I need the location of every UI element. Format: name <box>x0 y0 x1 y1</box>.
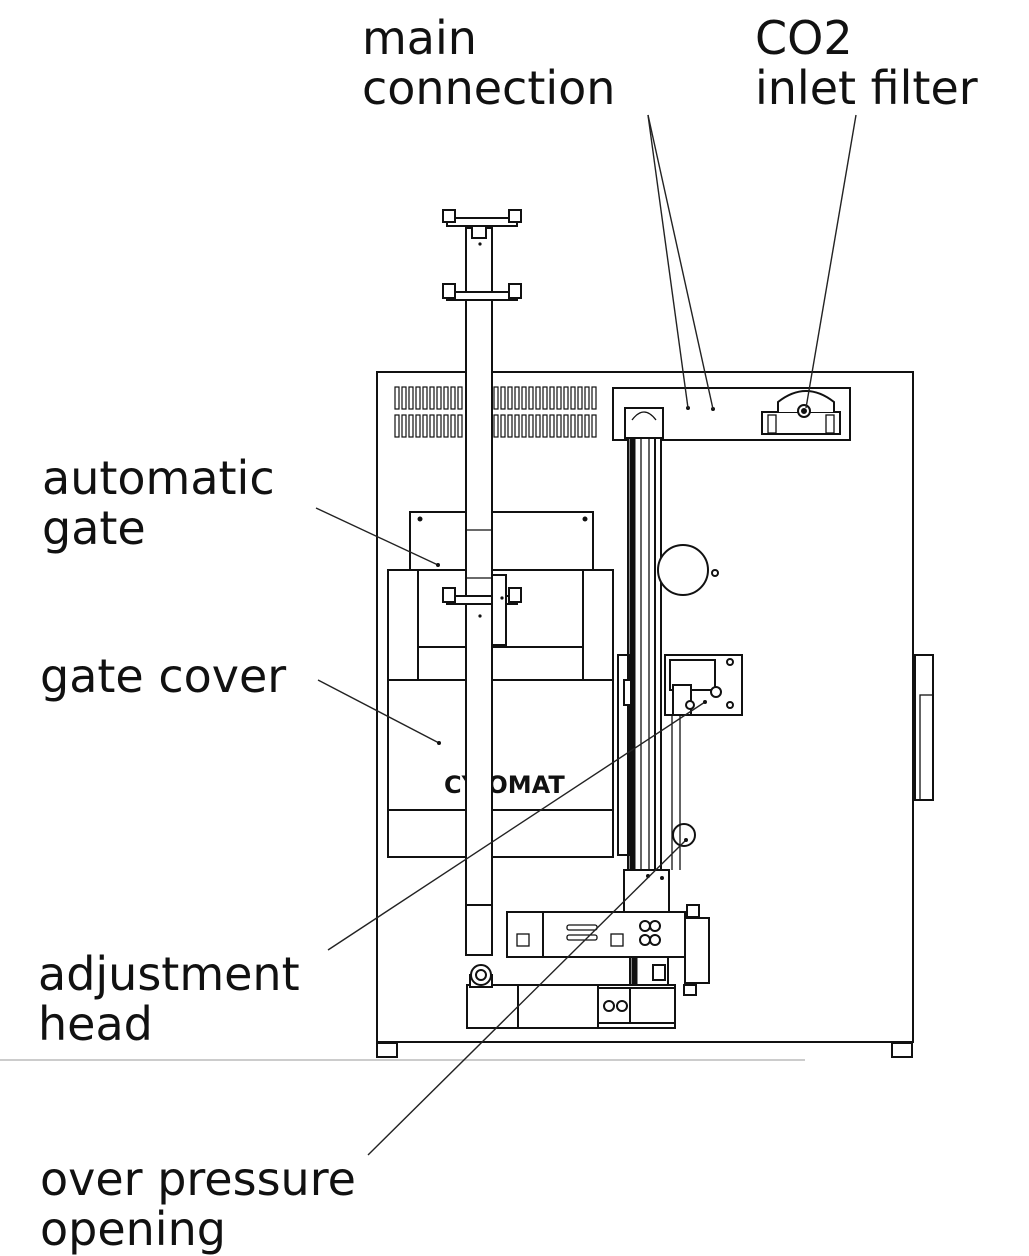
vent-slot <box>549 386 555 410</box>
vent-slot <box>443 386 449 410</box>
connection-panel <box>612 387 851 441</box>
label-adjustment-head: adjustment head <box>38 947 314 1051</box>
cabinet-foot-left <box>376 1042 398 1058</box>
vent-slot <box>429 386 435 410</box>
co2-filter-housing <box>761 390 841 435</box>
vent-slot <box>556 386 562 410</box>
vent-slot <box>514 414 520 438</box>
cabinet-foot-right <box>891 1042 913 1058</box>
vent-slot <box>528 414 534 438</box>
leader-lines <box>315 114 857 1156</box>
lower-drive-assembly <box>506 869 710 1023</box>
vent-slot <box>570 386 576 410</box>
port-circle-large <box>657 544 709 596</box>
vent-slot <box>535 386 541 410</box>
ventilation-slots <box>394 386 597 438</box>
vent-slot <box>528 386 534 410</box>
vent-slot <box>500 386 506 410</box>
adjustment-head <box>617 654 743 870</box>
vent-slot <box>401 386 407 410</box>
vent-slot <box>429 414 435 438</box>
vent-slot <box>457 386 463 410</box>
label-automatic-gate: automatic gate <box>42 451 289 555</box>
vent-slot <box>408 414 414 438</box>
vent-slot <box>493 414 499 438</box>
leader-adjustment-head <box>327 701 706 951</box>
leader-co2-inlet-filter <box>805 114 857 409</box>
vent-slot <box>415 386 421 410</box>
vent-slot <box>570 414 576 438</box>
vent-slot <box>584 414 590 438</box>
vent-slot <box>521 386 527 410</box>
vent-slot <box>577 386 583 410</box>
vent-slot <box>415 414 421 438</box>
vent-slot <box>422 414 428 438</box>
vent-slot <box>542 386 548 410</box>
leader-main-connection-b <box>647 114 714 410</box>
vent-slot <box>507 386 513 410</box>
vent-slot <box>591 414 597 438</box>
vent-slot <box>443 414 449 438</box>
vent-slot <box>521 414 527 438</box>
port-circle-small <box>711 569 719 577</box>
vent-slot <box>436 414 442 438</box>
vent-slot <box>493 386 499 410</box>
label-over-pressure-opening: over pressure opening <box>40 1152 371 1256</box>
vent-slot <box>507 414 513 438</box>
leader-gate-cover <box>317 679 440 744</box>
vent-slot <box>500 414 506 438</box>
brand-lettering: CY OMAT <box>444 771 565 799</box>
vent-slot <box>591 386 597 410</box>
vent-slot <box>394 414 400 438</box>
leader-main-connection-a <box>647 114 689 409</box>
vent-slot <box>584 386 590 410</box>
label-main-connection: main connection <box>362 11 615 115</box>
vent-slot <box>577 414 583 438</box>
vent-slot <box>457 414 463 438</box>
door-handle <box>914 654 934 801</box>
column-bracket-gate <box>442 574 522 646</box>
leader-automatic-gate <box>315 507 439 566</box>
vent-slot <box>563 414 569 438</box>
vent-slot <box>436 386 442 410</box>
vent-slot <box>556 414 562 438</box>
vent-slot <box>514 386 520 410</box>
vent-slot <box>401 414 407 438</box>
vent-slot <box>542 414 548 438</box>
vent-slot <box>408 386 414 410</box>
vent-slot <box>394 386 400 410</box>
vent-slot <box>535 414 541 438</box>
port-circle-mid <box>672 823 696 847</box>
vent-slot <box>450 414 456 438</box>
column-bracket-top <box>442 209 522 246</box>
label-gate-cover: gate cover <box>40 649 286 703</box>
stacker-column <box>442 209 522 956</box>
column-bracket-mid <box>442 283 522 301</box>
vent-slot <box>450 386 456 410</box>
cabinet <box>376 371 934 1058</box>
vent-slot <box>563 386 569 410</box>
leader-over-pressure-opening <box>367 839 687 1156</box>
vent-slot <box>549 414 555 438</box>
vent-slot <box>422 386 428 410</box>
motor-unit <box>466 964 676 1029</box>
label-co2-inlet-filter: CO2 inlet filter <box>755 11 978 115</box>
